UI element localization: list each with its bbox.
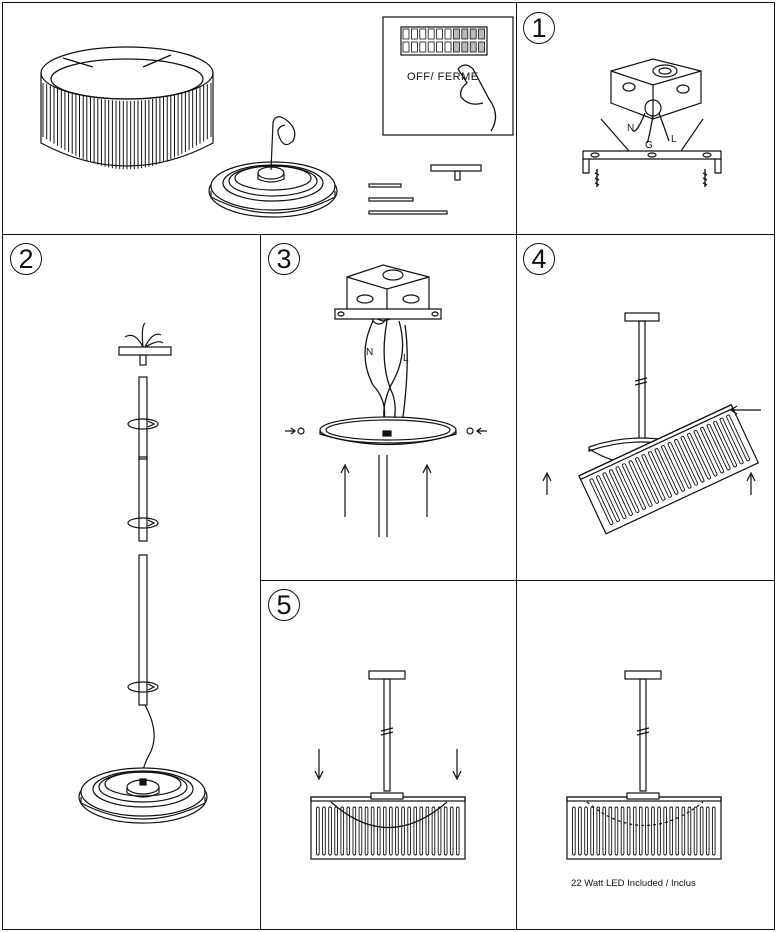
hardware-parts (368, 164, 482, 215)
wire-label-g: G (645, 140, 653, 151)
step-number-4: 4 (523, 243, 555, 275)
wire-label-n: N (627, 123, 635, 134)
parts-illustration (40, 16, 514, 218)
power-off-diagram (382, 16, 514, 136)
step-number-2: 2 (10, 243, 42, 275)
final-illustration (566, 670, 722, 860)
step-number-1: 1 (523, 12, 555, 44)
step-number-3: 3 (268, 243, 300, 275)
panel-final: 22 Watt LED Included / Inclus (516, 580, 775, 930)
wire-label-l: L (671, 134, 677, 145)
panel-step-2: 2 (2, 234, 262, 930)
canopy-part (208, 116, 338, 218)
panel-step-1: 1 N G L (516, 2, 775, 236)
switch-label: OFF/ FERME (407, 71, 479, 83)
panel-step-3: 3 N L (260, 234, 518, 582)
step3-wire-label-l: L (403, 353, 409, 364)
step-5-illustration (310, 670, 466, 860)
step-3-illustration (285, 264, 487, 537)
shade-part (40, 46, 214, 170)
panel-step-4: 4 (516, 234, 775, 582)
panel-step-5: 5 (260, 580, 518, 930)
step-number-5: 5 (268, 589, 300, 621)
led-caption: 22 Watt LED Included / Inclus (571, 878, 696, 889)
step-2-illustration (78, 322, 208, 824)
step-1-illustration (582, 58, 722, 187)
step-4-illustration (542, 312, 761, 535)
panel-parts: OFF/ FERME (2, 2, 518, 236)
step3-wire-label-n: N (366, 347, 374, 358)
